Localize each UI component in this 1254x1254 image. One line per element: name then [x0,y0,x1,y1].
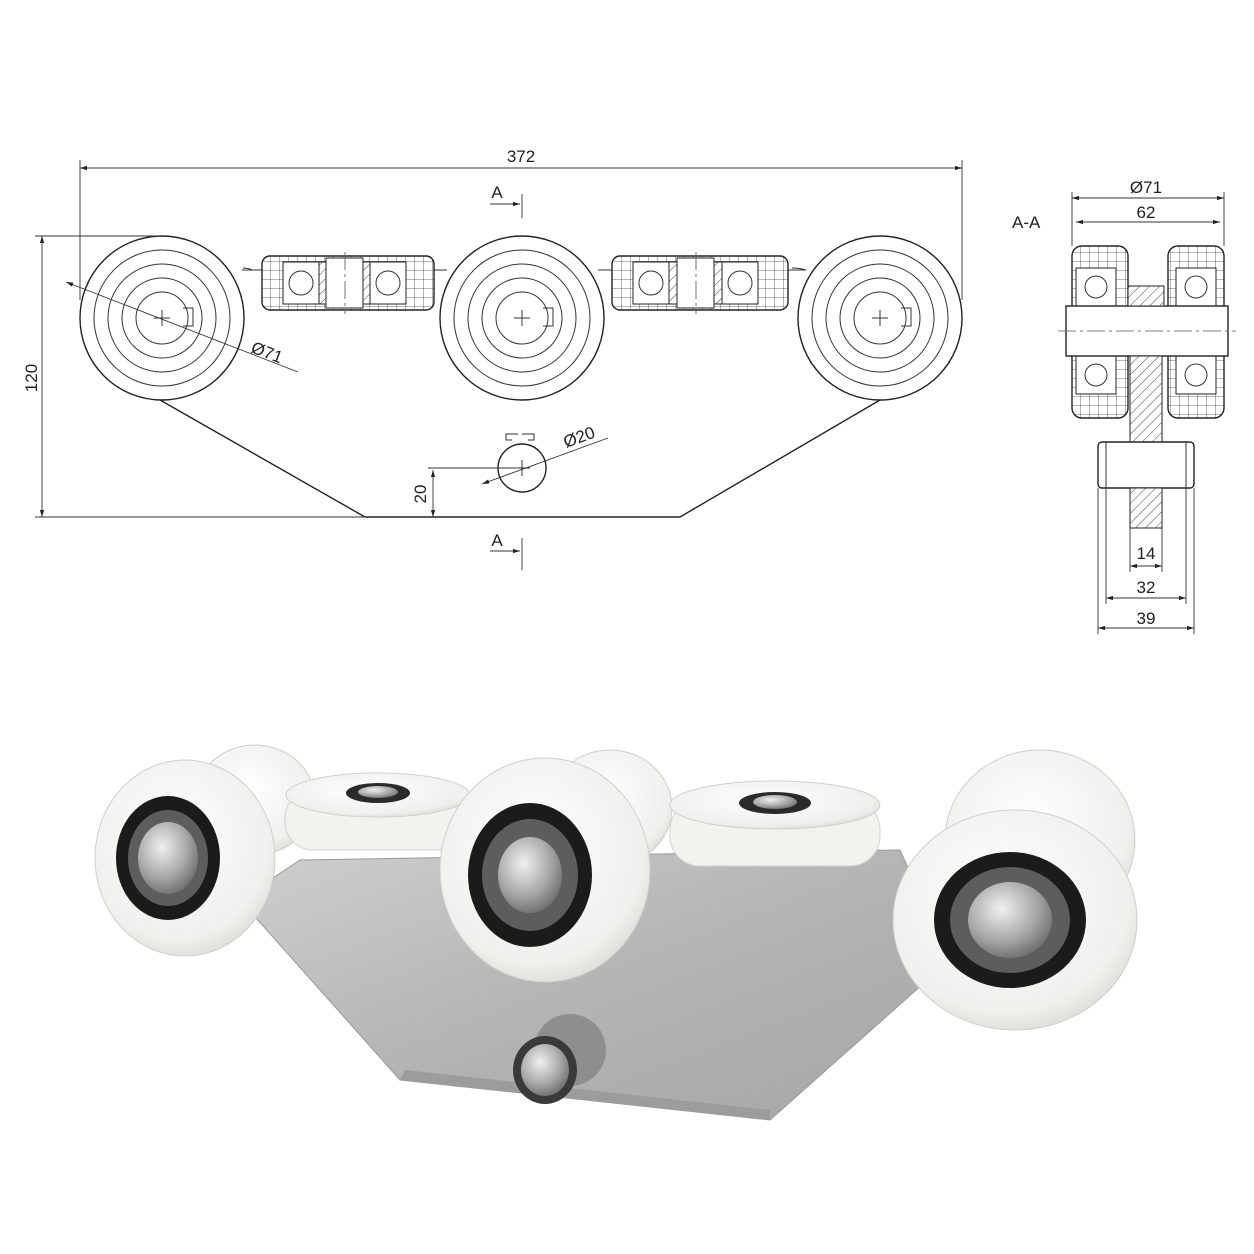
mounting-pin-photo [513,1014,606,1104]
dim-label-39: 39 [1137,609,1156,628]
dim-label-32: 32 [1137,578,1156,597]
dimension-pin-offset: 20 [411,467,518,517]
dim-label-wheel-diameter: Ø71 [249,338,286,367]
carriage-plate-outline [159,399,881,518]
wheel-right [797,235,963,401]
dim-label-pin-diameter: Ø20 [561,423,598,452]
roller-carriage-photo [94,744,1138,1121]
section-label-bottom: A [491,531,503,550]
front-wheel-center [439,757,651,983]
front-wheel-left [94,759,276,957]
guide-roller-left [284,772,471,851]
section-view: A-A Ø71 62 14 [1012,178,1236,634]
section-view-title: A-A [1012,213,1041,232]
guide-roller-block-left [261,252,435,314]
dim-label-section-width: 62 [1137,203,1156,222]
front-wheel-right [892,809,1138,1031]
dimension-height: 120 [22,235,365,518]
section-label-top: A [491,183,503,202]
guide-roller-block-right [611,252,789,314]
dim-label-14: 14 [1137,544,1156,563]
dimension-overall-length: 372 [79,147,963,300]
wheel-left [79,235,245,401]
wheel-center [439,235,605,401]
guide-roller-right [669,780,881,867]
front-view: 372 120 Ø71 Ø20 20 A [22,147,963,570]
dim-label-pin-offset: 20 [411,485,430,504]
dim-label-section-wheel-diameter: Ø71 [1130,178,1162,197]
dim-label-height: 120 [22,364,41,392]
dim-label-overall-length: 372 [507,147,535,166]
section-marker-bottom: A [490,531,523,570]
section-marker-top: A [490,183,523,218]
